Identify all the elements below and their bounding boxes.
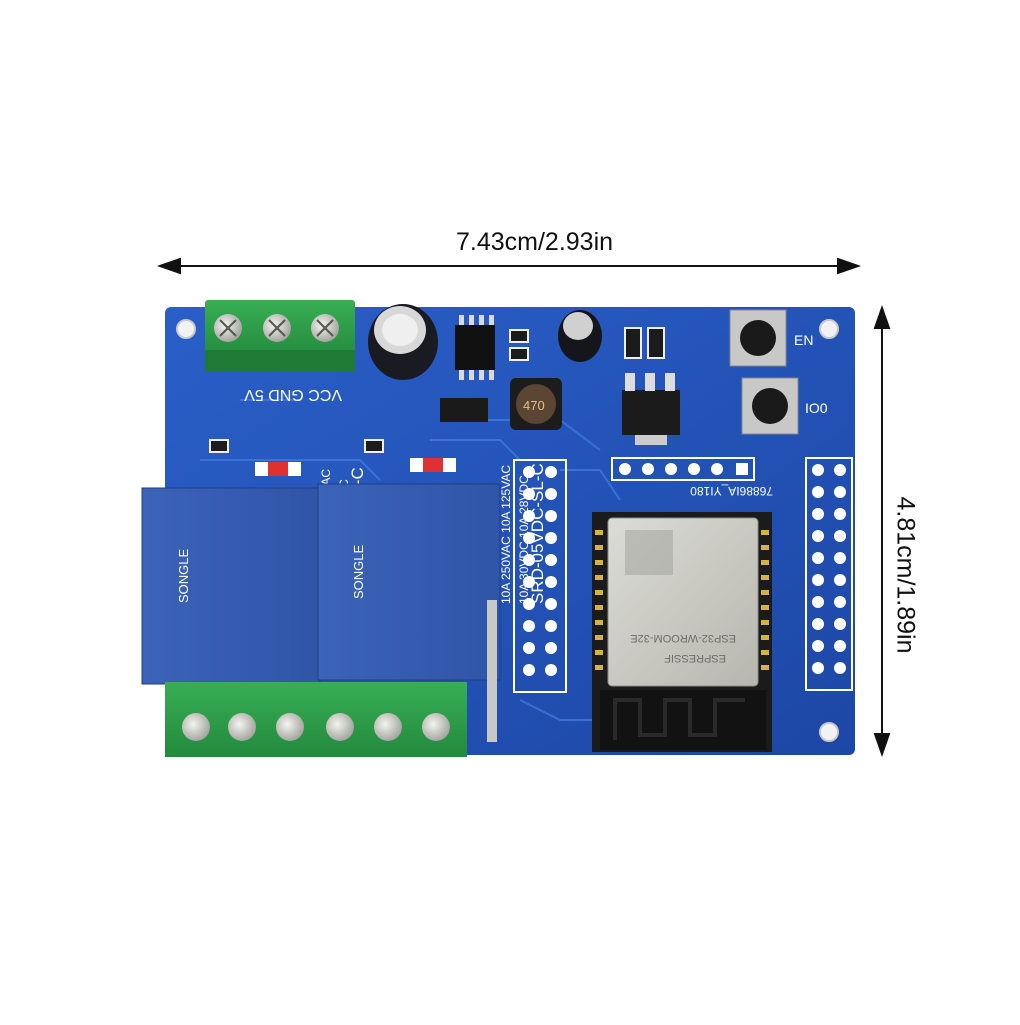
io0-label: IO0: [805, 400, 828, 416]
ic-chip: [455, 315, 495, 380]
svg-text:470: 470: [523, 398, 545, 413]
leds: [255, 458, 456, 476]
svg-text:10A 30VDC 10A 28VDC: 10A 30VDC 10A 28VDC: [517, 475, 531, 604]
width-dimension-label: 7.43cm/2.93in: [456, 228, 614, 256]
voltage-regulator: [622, 373, 680, 445]
board-id: 76886IA_YI180: [690, 484, 773, 498]
en-button: [729, 309, 787, 367]
esp32-module: ESP32-WROOM-32E ESPRESSIF: [592, 512, 772, 752]
mounting-holes: [176, 319, 839, 742]
power-label: VCC GND 5V: [244, 386, 342, 403]
capacitor-large: [368, 304, 438, 380]
diode-d2: [440, 398, 488, 422]
io0-button: [741, 377, 799, 435]
svg-text:10A 250VAC 10A 125VAC: 10A 250VAC 10A 125VAC: [499, 465, 513, 604]
slot-cutout: [487, 600, 497, 742]
en-label: EN: [794, 332, 813, 348]
smd-components: [209, 327, 665, 453]
header-p4: [611, 457, 755, 481]
svg-text:ESP32-WROOM-32E: ESP32-WROOM-32E: [630, 632, 736, 644]
relay-terminal-1: [165, 682, 315, 757]
relay-terminal-2: [315, 682, 467, 757]
svg-text:ESPRESSIF: ESPRESSIF: [664, 652, 726, 664]
height-arrow: [873, 304, 891, 758]
gpio-header-left: [513, 459, 567, 693]
relay-2: SONGLE SRD-05VDC-SL-C 10A 250VAC 10A 125…: [317, 463, 547, 681]
height-dimension-label: 4.81cm/1.89in: [891, 496, 920, 654]
svg-text:SONGLE: SONGLE: [176, 548, 191, 603]
capacitor-small: [558, 310, 602, 362]
gpio-header-right: [805, 457, 853, 691]
power-terminal: [205, 300, 355, 372]
svg-text:SRD-05VDC-SL-C: SRD-05VDC-SL-C: [528, 463, 547, 604]
width-arrow: [156, 257, 862, 275]
inductor: 470: [510, 378, 562, 430]
svg-text:SONGLE: SONGLE: [351, 544, 366, 599]
